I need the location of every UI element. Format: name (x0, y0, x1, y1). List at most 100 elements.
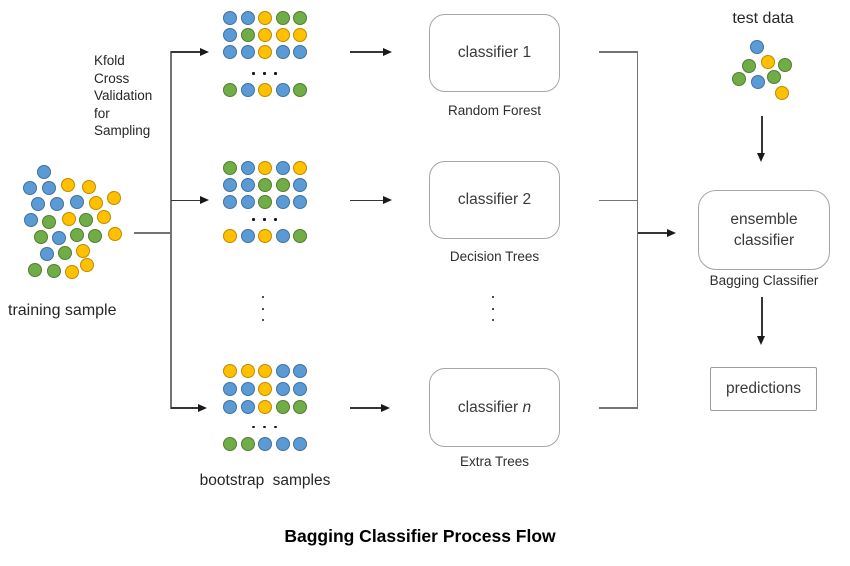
test-data-dot (761, 55, 775, 69)
arrowhead-icon (383, 196, 392, 204)
arrow-samplen-to-classifiern (350, 407, 382, 409)
bootstrap-sample-dot (258, 195, 272, 209)
training-sample-dot (23, 181, 37, 195)
bootstrap-sample-dot (223, 364, 237, 378)
bootstrap-sample-dot (293, 28, 307, 42)
classifier-2-sublabel: Decision Trees (449, 249, 540, 264)
bootstrap-sample-dot (223, 178, 237, 192)
bootstrap-sample-dot (240, 437, 255, 451)
ellipsis-dot (491, 295, 495, 299)
training-sample-dot (82, 180, 96, 194)
training-sample-dot (108, 227, 122, 241)
training-sample-dot (58, 246, 72, 260)
ellipsis-dot (263, 425, 266, 429)
arrowhead-icon (381, 403, 390, 412)
training-sample-dot (37, 165, 51, 179)
bootstrap-sample-dot (258, 229, 272, 243)
training-sample-dot (40, 247, 54, 261)
arrowhead-icon (383, 47, 392, 56)
training-sample-label: training sample (8, 302, 117, 319)
bootstrap-sample-dot (293, 195, 307, 209)
bootstrap-sample-dot (258, 11, 272, 25)
ellipsis-dot (491, 307, 495, 311)
bootstrap-sample-dot (293, 364, 307, 378)
bootstrap-sample-dot (293, 437, 307, 451)
bootstrap-sample-dot (240, 364, 255, 378)
bootstrap-sample-dot (223, 45, 237, 59)
bootstrap-sample-dot (223, 28, 237, 42)
ellipsis-dot (263, 218, 266, 221)
bootstrap-sample-dot (223, 437, 237, 451)
training-sample-dot (52, 231, 66, 245)
bootstrap-sample-dot (258, 45, 272, 59)
bootstrap-sample-dot (258, 364, 272, 378)
collector-vertical-line (636, 51, 638, 409)
bootstrap-sample-dot (275, 83, 290, 97)
arrow-ensemble-to-predictions (761, 297, 763, 337)
bootstrap-sample-dot (223, 161, 237, 175)
bootstrap-sample-dot (293, 178, 307, 192)
classifier-2-label: classifier (457, 191, 519, 208)
bootstrap-sample-dot (293, 11, 307, 25)
ensemble-classifier-box: ensemble classifier (698, 190, 830, 270)
training-sample-dot (31, 197, 45, 211)
ellipsis-dot (252, 425, 255, 429)
test-data-dot (775, 86, 789, 100)
arrowhead-icon (667, 228, 676, 237)
bootstrap-sample-dot (223, 229, 237, 243)
bootstrap-sample-dot (275, 437, 290, 451)
kfold-cross-validation-label: Kfold Cross Validation for Sampling (94, 53, 153, 139)
branch-vertical-line (170, 51, 172, 409)
training-sample-dot (28, 263, 42, 277)
bootstrap-sample-dot (240, 195, 255, 209)
classifier-1-label: classifier (457, 44, 519, 61)
ellipsis-dot (263, 72, 266, 75)
bootstrap-sample-dot (275, 11, 290, 25)
bootstrap-sample-dot (275, 195, 290, 209)
bootstrap-sample-dot (240, 11, 255, 25)
bootstrap-sample-dot (275, 382, 290, 396)
ellipsis-dot (274, 72, 277, 75)
bootstrap-sample-dot (275, 178, 290, 192)
bootstrap-sample-dot (293, 229, 307, 243)
training-sample-dot (61, 178, 75, 192)
training-sample-dot (70, 195, 84, 209)
training-sample-dot (47, 264, 61, 278)
bootstrap-sample-dot (223, 11, 237, 25)
bootstrap-sample-dot (240, 382, 255, 396)
training-sample-dot (70, 228, 84, 242)
bootstrap-sample-dot (258, 382, 272, 396)
training-sample-dot (42, 181, 56, 195)
bootstrap-sample-dot (275, 400, 290, 414)
bootstrap-sample-dot (293, 400, 307, 414)
bootstrap-sample-dot (258, 28, 272, 42)
training-sample-dot (42, 215, 56, 229)
arrow-to-sample-2 (171, 199, 202, 202)
collector-line-top (599, 51, 637, 53)
bootstrap-sample-dot (275, 161, 290, 175)
bootstrap-sample-dot (240, 229, 255, 243)
arrow-sample2-to-classifier2 (350, 199, 384, 202)
predictions-box: predictions (710, 367, 817, 411)
training-sample-dot (79, 213, 93, 227)
bootstrap-sample-dot (293, 382, 307, 396)
bootstrap-sample-dot (240, 178, 255, 192)
bootstrap-sample-dot (258, 178, 272, 192)
arrow-to-sample-n (171, 407, 200, 409)
training-sample-dot (76, 244, 90, 258)
bootstrap-sample-dot (293, 83, 307, 97)
training-sample-dot (24, 213, 38, 227)
ellipsis-dot (261, 307, 265, 311)
ellipsis-dot (261, 318, 265, 322)
bootstrap-sample-dot (240, 83, 255, 97)
bootstrap-sample-dot (293, 161, 307, 175)
bootstrap-sample-dot (240, 45, 255, 59)
training-sample-dot (50, 197, 64, 211)
bootstrap-sample-dot (223, 195, 237, 209)
arrowhead-icon (200, 47, 209, 56)
bagging-classifier-sublabel: Bagging Classifier (709, 273, 819, 288)
